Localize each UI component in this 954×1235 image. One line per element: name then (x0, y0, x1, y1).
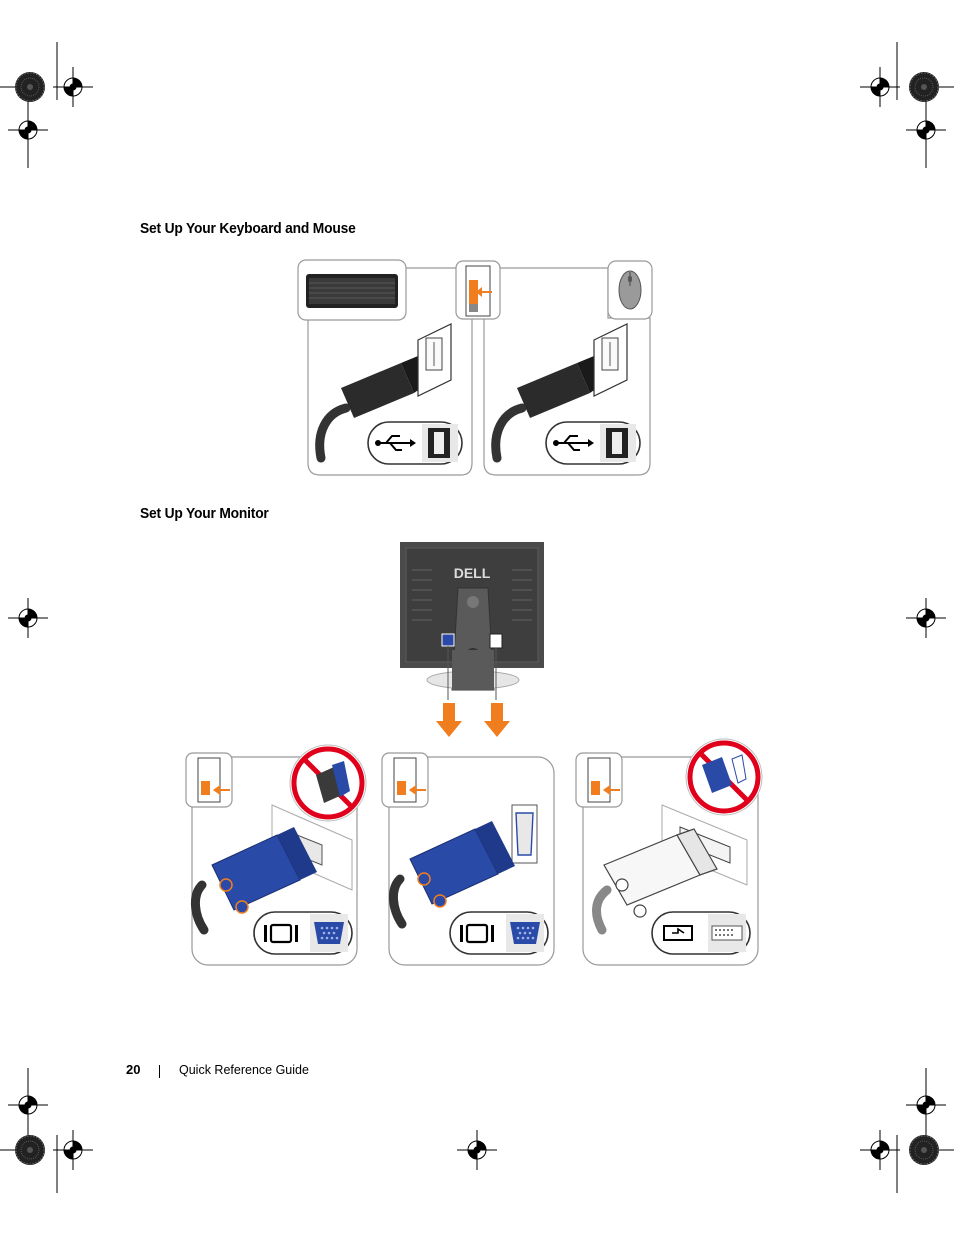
section-heading-monitor: Set Up Your Monitor (140, 505, 269, 522)
usb-symbol-icon (545, 421, 641, 465)
prohibited-icon (686, 739, 762, 815)
computer-vga-port-callout (185, 752, 233, 808)
page-number: 20 (126, 1062, 141, 1077)
computer-vga-port-callout (381, 752, 429, 808)
guide-title: Quick Reference Guide (179, 1063, 309, 1077)
computer-usb-port-callout (455, 260, 501, 320)
dvi-cable-plug (592, 828, 718, 935)
keyboard-icon (297, 259, 407, 321)
usb-symbol-icon (367, 421, 463, 465)
vga-symbol-icon (252, 910, 354, 956)
keyboard-mouse-illustration (297, 259, 653, 476)
arrow-down-icon (484, 703, 510, 737)
prohibited-icon (290, 745, 366, 821)
computer-dvi-port-callout (575, 752, 623, 808)
monitor-logo: DELL (454, 565, 491, 581)
monitor-rear-illustration: DELL (400, 542, 544, 700)
arrow-down-icon (436, 703, 462, 737)
vga-symbol-icon (448, 910, 550, 956)
mouse-icon (607, 260, 653, 320)
monitor-connection-illustrations (185, 735, 772, 966)
dvi-symbol-icon (651, 911, 751, 955)
section-heading-keyboard-mouse: Set Up Your Keyboard and Mouse (140, 220, 356, 237)
footer-divider (159, 1065, 160, 1078)
